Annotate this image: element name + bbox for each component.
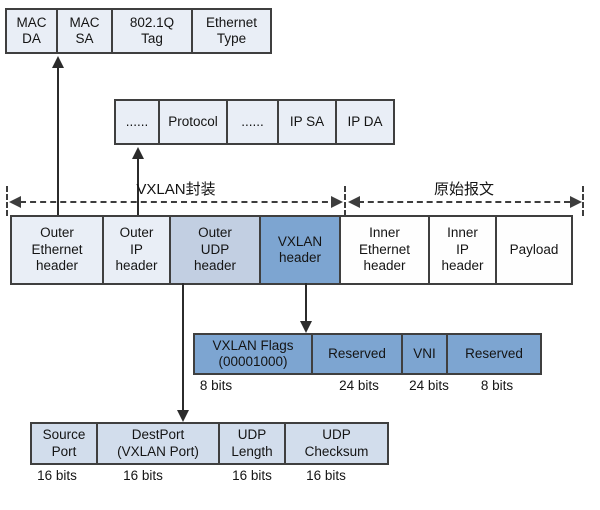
field-8021q-tag: 802.1Q Tag [111,8,193,54]
field-ip-ellipsis-2: ...... [226,99,279,145]
vni-bits-label: 24 bits [409,378,449,393]
source-port-bits-label: 16 bits [37,468,77,483]
segment-inner-ethernet-header: Inner Ethernet header [339,215,430,285]
udp-length-bits-label: 16 bits [232,468,272,483]
arrow-left-icon [9,196,21,208]
ip-fields-row: ...... Protocol ...... IP SA IP DA [114,99,395,145]
segment-outer-ethernet-header: Outer Ethernet header [10,215,104,285]
original-span-dashed-line [358,201,570,203]
segment-vxlan-header: VXLAN header [259,215,341,285]
udp-header-detail-row: Source Port DestPort (VXLAN Port) UDP Le… [30,422,389,465]
connector-outer-ip-line [137,157,139,215]
vxlan-span-dashed-line [20,201,338,203]
dest-port-bits-label: 16 bits [123,468,163,483]
arrow-down-icon [177,410,189,422]
field-vni: VNI [401,333,448,375]
vxlan-flags-bits-label: 8 bits [199,378,233,393]
reserved2-bits-label: 8 bits [480,378,514,393]
arrow-right-icon [331,196,343,208]
field-ip-protocol: Protocol [158,99,228,145]
field-ip-ellipsis-1: ...... [114,99,160,145]
arrow-left-icon [348,196,360,208]
vxlan-header-detail-row: VXLAN Flags (00001000) Reserved VNI Rese… [193,333,542,375]
span-terminator-middle [344,186,346,216]
field-ip-sa: IP SA [277,99,337,145]
field-mac-sa: MAC SA [56,8,113,54]
connector-outer-ethernet-line [57,66,59,215]
connector-udp-detail-line [182,283,184,411]
field-dest-port: DestPort (VXLAN Port) [96,422,220,465]
span-terminator-right [582,186,584,216]
field-reserved-2: Reserved [446,333,542,375]
field-mac-da: MAC DA [5,8,58,54]
field-udp-checksum: UDP Checksum [284,422,389,465]
packet-structure-row: Outer Ethernet header Outer IP header Ou… [10,215,573,285]
field-udp-length: UDP Length [218,422,286,465]
field-ethernet-type: Ethernet Type [191,8,272,54]
udp-checksum-bits-label: 16 bits [306,468,346,483]
arrow-down-icon [300,321,312,333]
original-packet-label: 原始报文 [433,181,495,198]
field-vxlan-flags: VXLAN Flags (00001000) [193,333,313,375]
field-source-port: Source Port [30,422,98,465]
reserved1-bits-label: 24 bits [339,378,379,393]
ethernet-fields-row: MAC DA MAC SA 802.1Q Tag Ethernet Type [5,8,272,54]
vxlan-encapsulation-label: VXLAN封装 [136,181,216,198]
connector-vxlan-detail-line [305,283,307,323]
field-ip-da: IP DA [335,99,395,145]
field-reserved-1: Reserved [311,333,403,375]
arrow-up-icon [132,147,144,159]
segment-outer-udp-header: Outer UDP header [169,215,261,285]
arrow-right-icon [570,196,582,208]
segment-payload: Payload [495,215,573,285]
segment-inner-ip-header: Inner IP header [428,215,497,285]
arrow-up-icon [52,56,64,68]
segment-outer-ip-header: Outer IP header [102,215,171,285]
span-terminator-left [6,186,8,216]
